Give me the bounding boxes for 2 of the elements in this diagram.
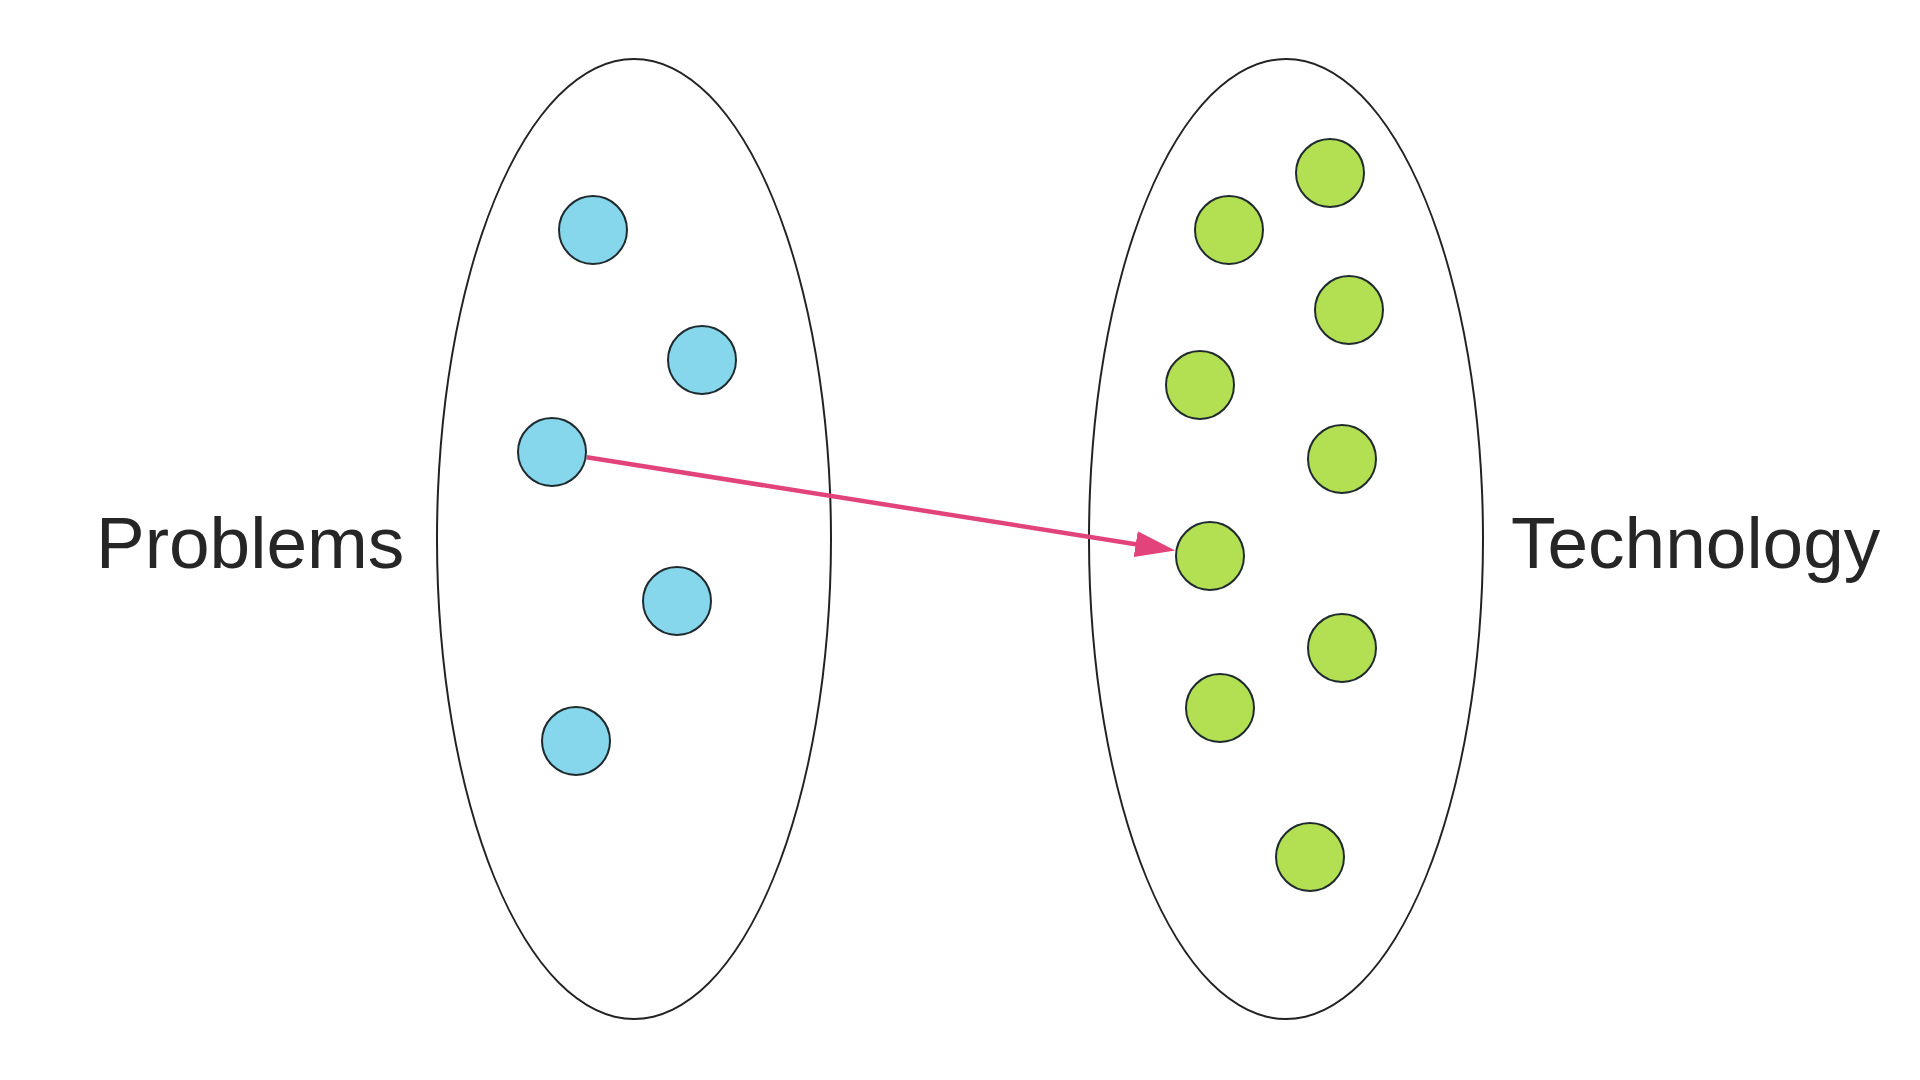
arrow bbox=[586, 455, 1176, 558]
set-label: Problems bbox=[96, 506, 405, 579]
